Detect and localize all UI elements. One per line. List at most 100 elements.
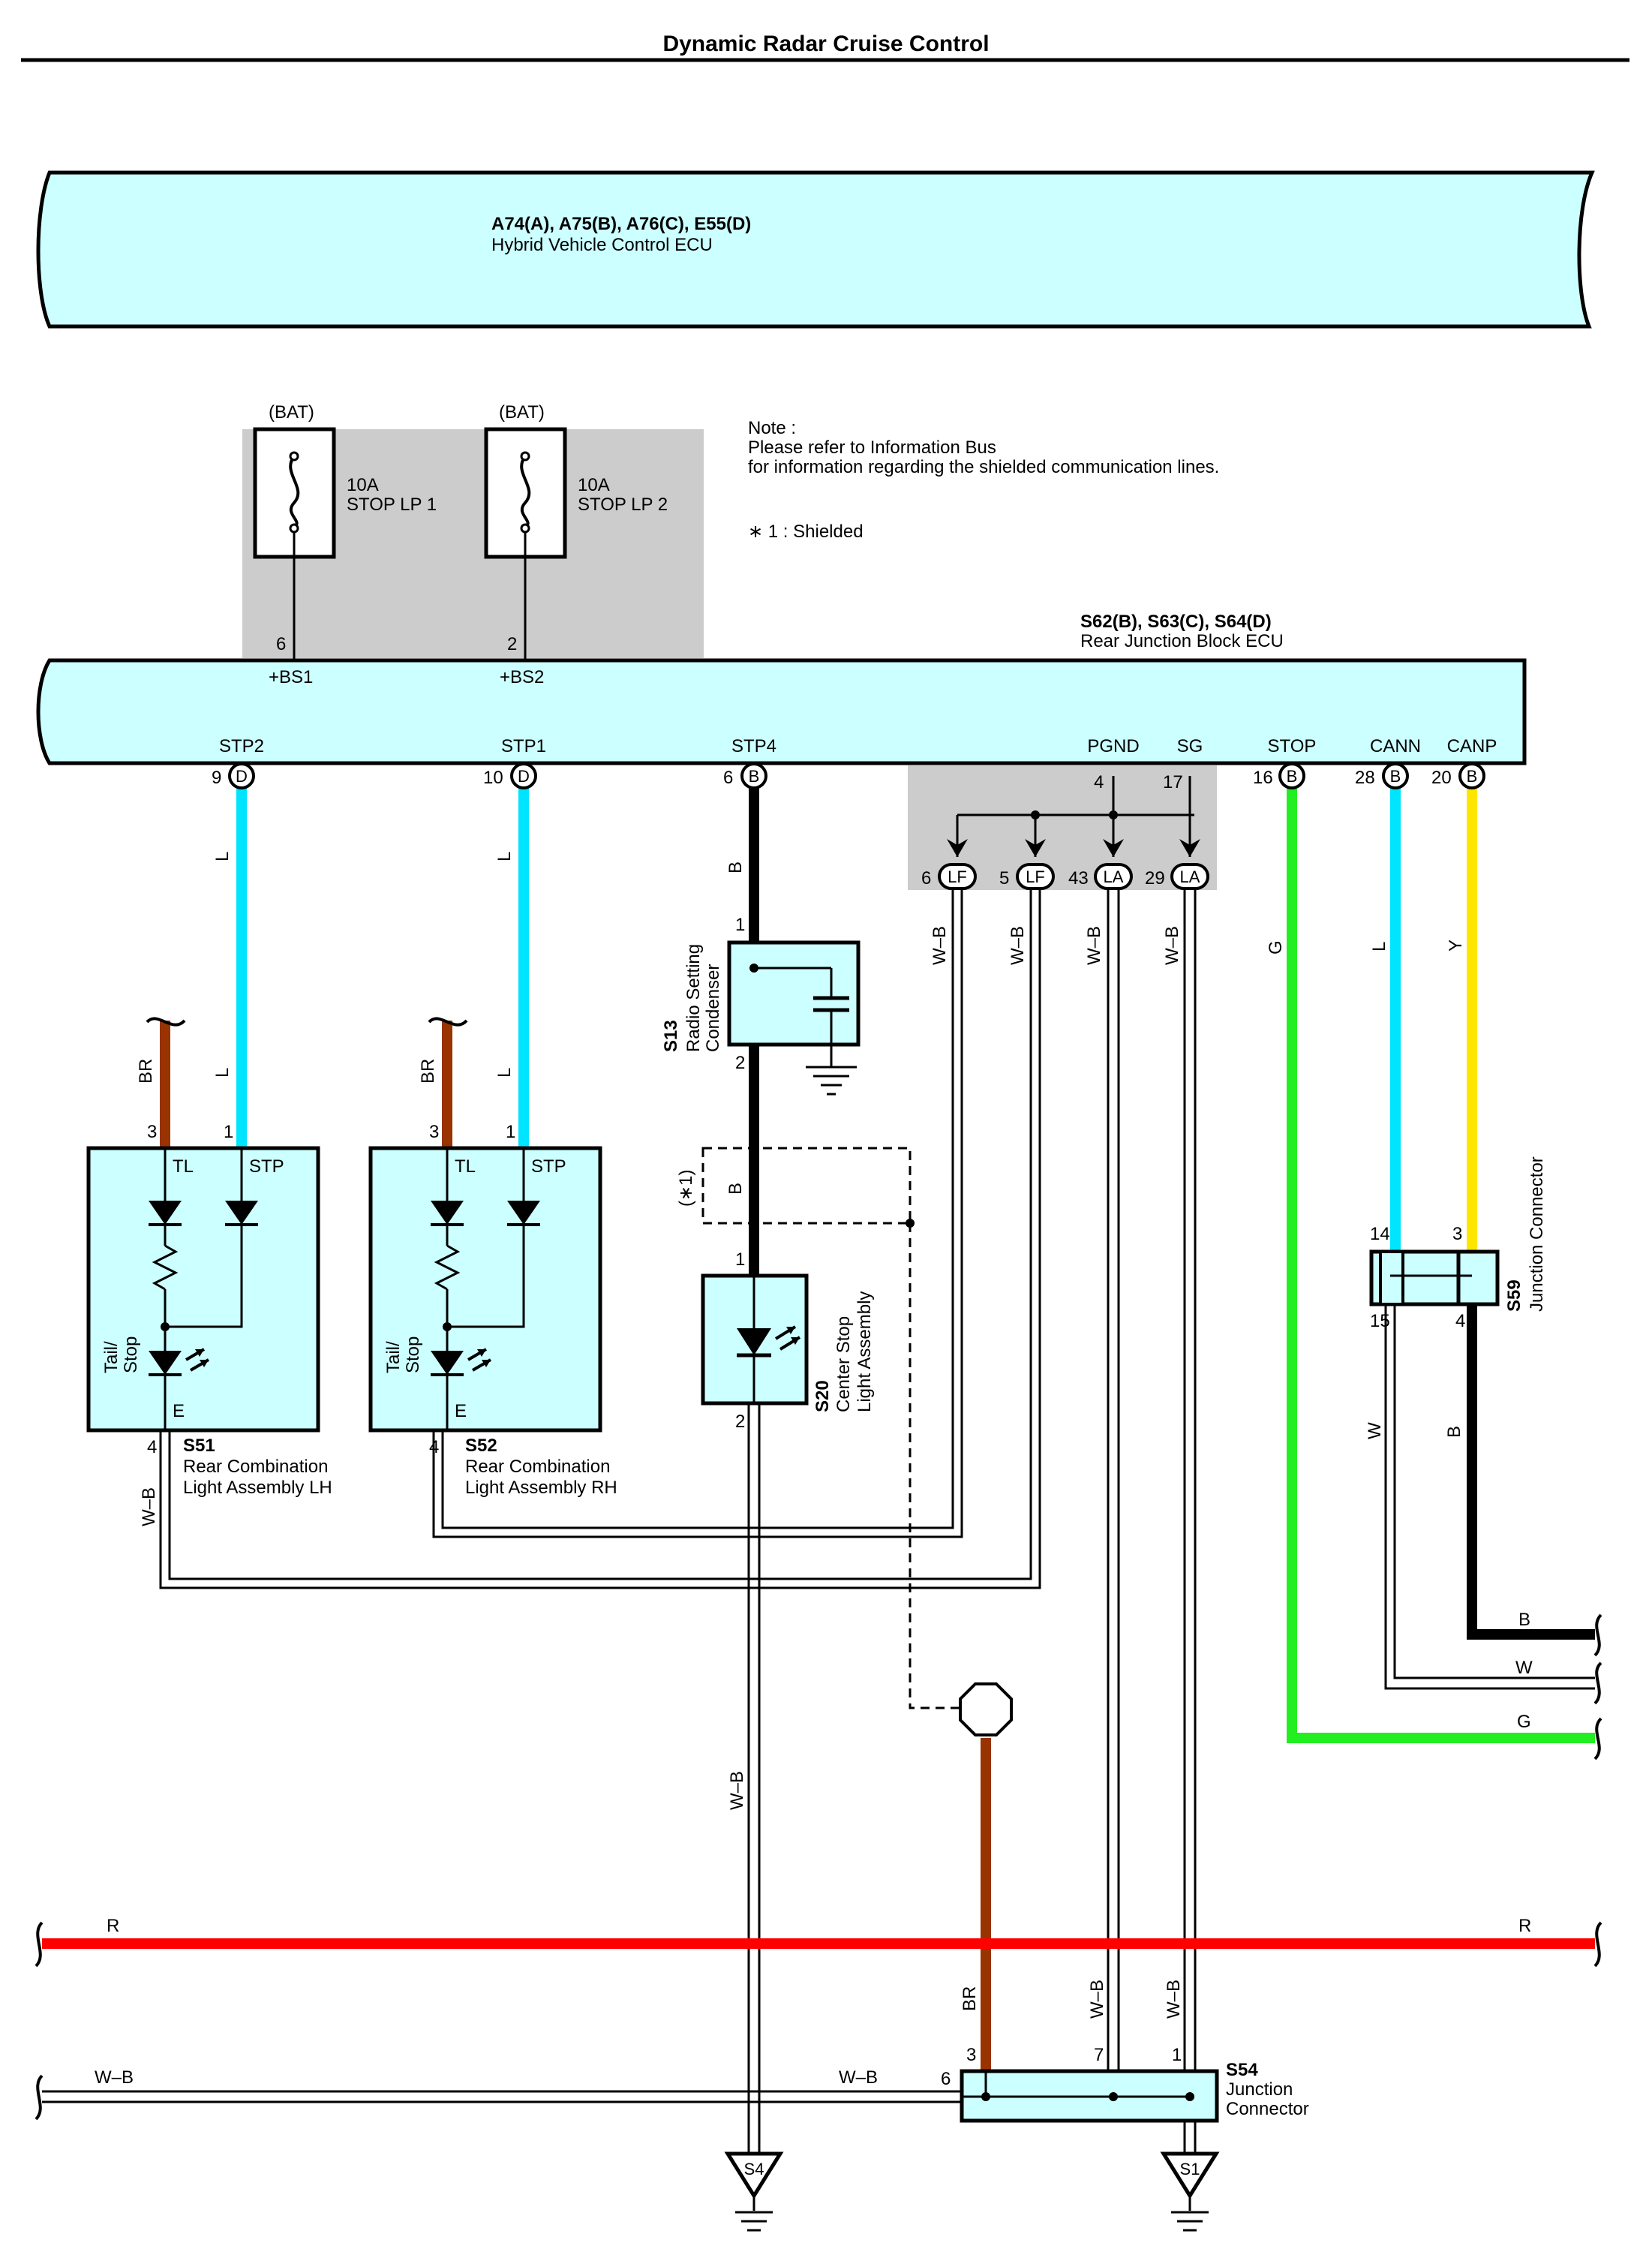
wire-label: BR [960,1986,980,2011]
wire-label: W–B [930,926,950,965]
note-line3: for information regarding the shielded c… [748,457,1219,477]
s52-pin-tl: 3 [429,1122,439,1142]
wire-label: Y [1446,940,1466,952]
s51-e: E [173,1401,185,1421]
s51-name2: Light Assembly LH [183,1478,332,1498]
s59-pin15: 15 [1370,1311,1390,1331]
s13-code: S13 [661,1020,681,1052]
arrow-la43 [1103,839,1124,857]
s51-light-assembly: TL STP E Tail/ Stop 3 1 4 S51 Rear Combi… [86,1122,332,1498]
fuse2-rating: 10A [578,475,610,495]
s51-pin-stp: 1 [224,1122,233,1142]
junction-dot [1031,810,1040,819]
s51-stp: STP [249,1156,284,1177]
rjb-ecu-box [36,658,1527,765]
pin-conn-letter: B [1467,767,1478,786]
s51-box [86,1146,320,1433]
rjb-term-canp: CANP [1447,736,1497,756]
wire-label: W–B [139,1487,159,1526]
wire-label: W–B [839,2067,878,2088]
s52-stp: STP [531,1156,566,1177]
s54-pin6: 6 [941,2069,951,2089]
wire-label: L [212,1068,233,1078]
s54-pin3: 3 [966,2045,976,2065]
s52-pin-stp: 1 [506,1122,515,1142]
rjb-term-stp4: STP4 [731,736,776,756]
fuse1-element [289,455,300,528]
pin-number: 4 [1094,772,1104,792]
hv-ecu-code: A74(A), A75(B), A76(C), E55(D) [491,214,751,234]
s20-led [737,1328,771,1355]
s13-pin2: 2 [735,1053,745,1073]
rjb-term-stop: STOP [1268,736,1317,756]
s51-pin-tl: 3 [147,1122,157,1142]
rjb-term-bs2: +BS2 [500,667,544,687]
rjb-name: Rear Junction Block ECU [1080,631,1284,651]
arrow-la29 [1179,839,1200,857]
wire-r-break-right [1593,1921,1602,1968]
wire-b-s59 [1467,1304,1595,1640]
s52-led [431,1351,464,1375]
fuse1-source: (BAT) [269,402,314,422]
fuse1-name: STOP LP 1 [347,495,437,515]
pin-circle [510,762,537,789]
wire-g-stop [1287,776,1595,1743]
s52-light-assembly: TL STP E Tail/ Stop 3 1 4 S52 Rear Combi… [368,1122,617,1498]
fuse2-source: (BAT) [499,402,545,422]
s52-tailstop2: Stop [403,1336,423,1373]
shield-ground-octagon [959,1682,1013,1736]
wire-label: L [212,852,233,861]
pin-conn-letter: D [518,767,530,786]
s52-tailstop: Tail/ [383,1341,404,1373]
s51-diode-tl [149,1201,182,1225]
fuse-stop-lp2: (BAT) 10A STOP LP 2 2 [484,402,668,660]
s59-pin4: 4 [1455,1311,1465,1331]
fuse-stop-lp1: (BAT) 10A STOP LP 1 6 [253,402,437,660]
wire-br-s51-break [146,1017,186,1027]
pin-conn-letter: B [749,767,760,786]
wire-label: R [1518,1916,1531,1936]
s13-name1: Radio Setting [683,944,704,1052]
pin-circle [1458,762,1485,789]
junction-dot [1109,810,1118,819]
pin-number: 29 [1145,868,1165,888]
s52-diode-stp [507,1201,540,1225]
pin-number: 17 [1163,772,1183,792]
rjb-term-cann: CANN [1370,736,1421,756]
rjb-pin-la29: LA 29 [1145,863,1209,890]
s51-diode-stp [225,1201,258,1225]
s20-code: S20 [812,1380,833,1412]
wire-label: B [1444,1426,1464,1438]
junction-dot [1185,2092,1194,2101]
wire-label: G [1266,940,1286,955]
fuse1-dot-bottom [289,523,299,534]
s51-tl: TL [173,1156,194,1177]
rjb-code: S62(B), S63(C), S64(D) [1080,612,1272,632]
s20-led-rays-heads [786,1327,800,1345]
ground-s1-label: S1 [1180,2160,1200,2178]
ground-s1: S1 [1160,2151,1220,2232]
pin-pill [938,863,977,890]
pin-conn-letter: D [236,767,248,786]
wire-label: B [725,861,746,873]
rjb-term-stp1: STP1 [501,736,546,756]
wire-label: L [1369,942,1389,952]
s54-name1: Junction [1226,2079,1293,2100]
s54-name2: Connector [1226,2099,1309,2119]
wire-w-s59 [1384,1304,1595,1690]
pin-conn-letter: LA [1180,867,1200,886]
s20-name2: Light Assembly [855,1291,875,1412]
junction-dot [749,964,758,973]
pin-pill [1170,863,1209,890]
wire-wb-break-left [35,2074,44,2121]
s59-name: Junction Connector [1527,1156,1547,1312]
wire-label: W–B [727,1771,747,1810]
fuse2-element [520,455,531,528]
s59-box-inner [1379,1250,1404,1306]
s13-pin1: 1 [735,915,745,935]
pin-conn-letter: LA [1104,867,1124,886]
wire-label: W–B [95,2067,134,2088]
pin-conn-letter: B [1287,767,1298,786]
s51-resistor [152,1244,179,1291]
s51-tailstop: Tail/ [101,1341,122,1373]
